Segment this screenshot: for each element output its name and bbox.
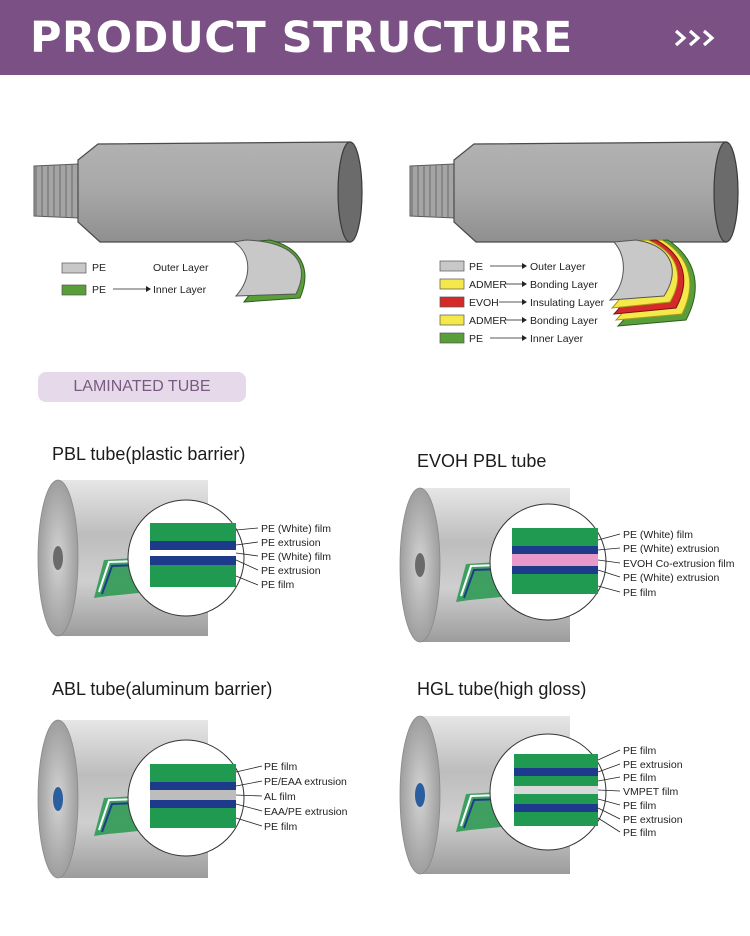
evoh-pbl-roll-diagram: PE (White) film PE (White) extrusion EVO… (399, 487, 735, 643)
layer-label: AL film (264, 791, 296, 803)
layer-label: PE film (264, 821, 298, 833)
laminated-tube-label: LAMINATED TUBE (73, 378, 211, 395)
legend-name: Insulating Layer (530, 297, 605, 309)
layer-label: PE extrusion (261, 565, 321, 577)
legend-row: PE Outer Layer (439, 260, 586, 273)
evoh-tube-diagram: PE Outer Layer ADMER Bonding Layer EVOH … (409, 141, 739, 345)
legend-code: ADMER (469, 315, 507, 327)
legend-swatch (439, 314, 465, 326)
layer-label: PE extrusion (623, 814, 683, 826)
layer-label: PE extrusion (261, 537, 321, 549)
roll-core-hole (53, 546, 63, 570)
peeled-outer-layer (608, 239, 673, 301)
legend-code: ADMER (469, 279, 507, 291)
page-title: PRODUCT STRUCTURE (30, 13, 573, 63)
legend-row: PE Inner Layer (439, 332, 584, 345)
layer-stack (514, 754, 598, 826)
legend-name: Outer Layer (153, 262, 209, 274)
abl-roll-diagram: PE film PE/EAA extrusion AL film EAA/PE … (37, 719, 348, 879)
header-banner: PRODUCT STRUCTURE (0, 0, 750, 75)
layer-label: VMPET film (623, 786, 678, 798)
layer-label: PE film (623, 800, 657, 812)
triple-chevron-right-icon (674, 29, 715, 47)
layer-label: PE film (623, 745, 657, 757)
layer-label: PE extrusion (623, 759, 683, 771)
layer-stack (512, 528, 598, 594)
tube-opening (337, 141, 363, 243)
legend-name: Bonding Layer (530, 315, 598, 327)
roll-core-hole (415, 553, 425, 577)
hgl-tube-title: HGL tube(high gloss) (417, 679, 587, 699)
legend-swatch (439, 296, 465, 308)
layer-label: PE film (623, 827, 657, 839)
tube-opening (713, 141, 739, 243)
layer-label: PE/EAA extrusion (264, 776, 347, 788)
legend-row: PE Inner Layer (61, 284, 207, 296)
legend-name: Inner Layer (153, 284, 207, 296)
hgl-roll-diagram: PE film PE extrusion PE film VMPET film … (399, 715, 683, 875)
layer-label: PE (White) film (261, 523, 331, 535)
legend-swatch (439, 332, 465, 344)
pbl-tube-title: PBL tube(plastic barrier) (52, 444, 246, 464)
layer-stack (150, 764, 236, 828)
legend-row: ADMER Bonding Layer (439, 278, 598, 291)
layer-label: PE (White) extrusion (623, 572, 719, 584)
legend-name: Outer Layer (530, 261, 586, 273)
tube-neck (33, 163, 79, 219)
laminated-tube-badge: LAMINATED TUBE (38, 372, 246, 402)
legend-code: PE (92, 284, 106, 296)
abl-tube-title: ABL tube(aluminum barrier) (52, 679, 273, 699)
layer-stack (150, 523, 236, 587)
legend-swatch (439, 278, 465, 290)
legend-swatch (61, 262, 87, 274)
layer-label: PE (White) film (261, 551, 331, 563)
legend-code: PE (92, 262, 106, 274)
pbl-roll-diagram: PE (White) film PE extrusion PE (White) … (37, 479, 331, 637)
layer-label: PE film (264, 761, 298, 773)
layer-label: PE film (623, 587, 657, 599)
layer-label: EAA/PE extrusion (264, 806, 348, 818)
layer-label: PE (White) extrusion (623, 543, 719, 555)
legend-row: EVOH Insulating Layer (439, 296, 605, 309)
legend-code: EVOH (469, 297, 499, 309)
legend-swatch (439, 260, 465, 272)
peeled-outer-layer (232, 239, 302, 297)
layer-label: EVOH Co-extrusion film (623, 558, 735, 570)
tube-neck (409, 163, 455, 219)
legend-row: PE Outer Layer (61, 262, 209, 274)
legend-code: PE (469, 333, 483, 345)
layer-label: PE (White) film (623, 529, 693, 541)
layer-label: PE film (623, 772, 657, 784)
legend-row: ADMER Bonding Layer (439, 314, 598, 327)
pe-tube-diagram: PE Outer Layer PE Inner Layer (33, 141, 363, 303)
legend-name: Inner Layer (530, 333, 584, 345)
legend-name: Bonding Layer (530, 279, 598, 291)
tube-body (453, 141, 727, 243)
legend-swatch (61, 284, 87, 296)
tube-body (77, 141, 351, 243)
evoh-pbl-tube-title: EVOH PBL tube (417, 451, 547, 471)
layer-label: PE film (261, 579, 295, 591)
roll-core-hole (53, 787, 63, 811)
roll-core-hole (415, 783, 425, 807)
legend-code: PE (469, 261, 483, 273)
